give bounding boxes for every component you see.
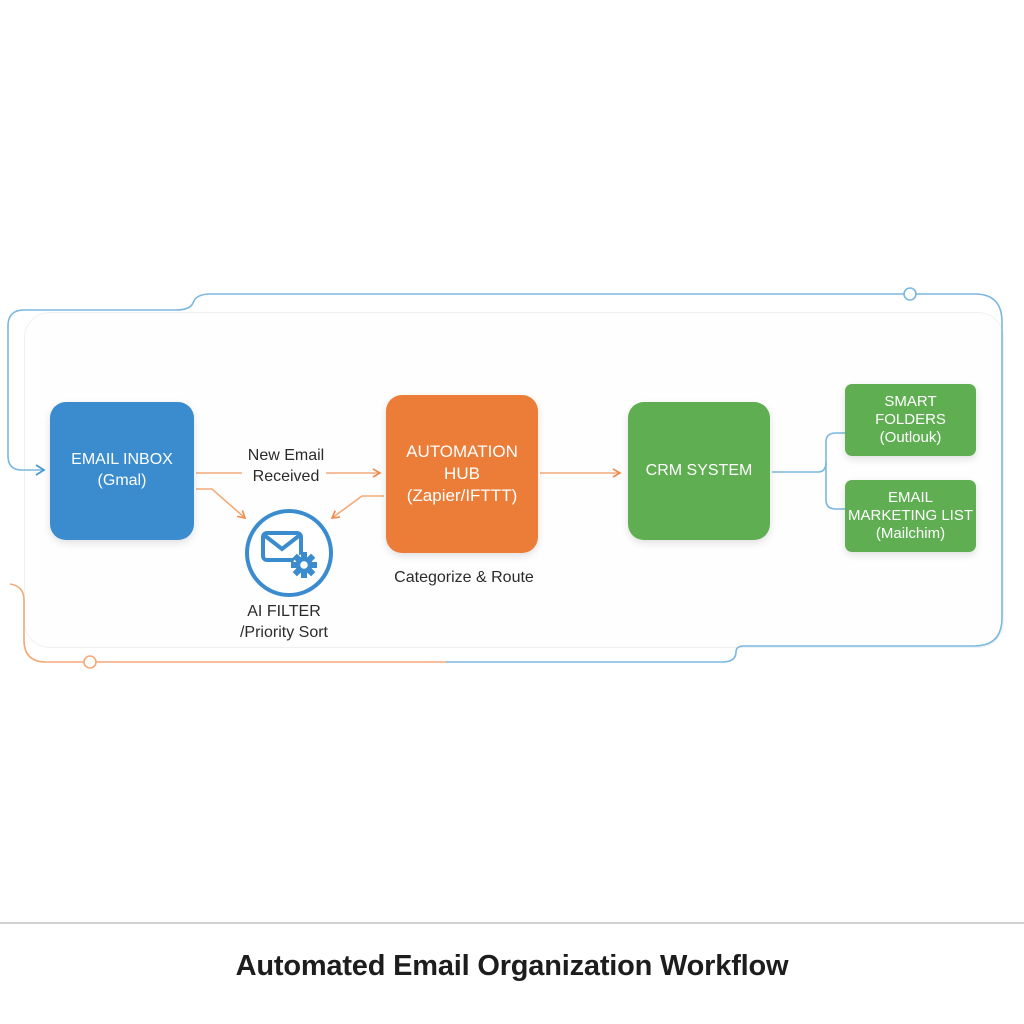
edge-inbox-ai bbox=[196, 488, 247, 520]
crm-system-node[interactable]: CRM SYSTEM bbox=[628, 402, 770, 540]
loop-node-dot-top bbox=[903, 287, 917, 301]
loop-connector-top bbox=[7, 293, 910, 476]
email-inbox-title: EMAIL INBOX bbox=[71, 451, 173, 469]
edge-label-line1: New Email bbox=[247, 447, 325, 464]
edge-hub-ai bbox=[330, 495, 384, 519]
email-gear-icon[interactable] bbox=[243, 507, 335, 599]
crm-title: CRM SYSTEM bbox=[645, 461, 753, 479]
marketing-list-line1: EMAIL bbox=[887, 489, 933, 506]
loop-connector-right bbox=[446, 293, 1003, 663]
hub-title-line1: AUTOMATION bbox=[406, 441, 518, 461]
edge-crm-branch bbox=[772, 432, 845, 473]
loop-connector-bottom bbox=[9, 583, 446, 663]
ai-filter-subtitle: /Priority Sort bbox=[239, 623, 328, 641]
smart-folders-subtitle: (Outlouk) bbox=[879, 429, 942, 446]
loop-node-dot-bottom bbox=[83, 655, 97, 669]
edge-crm-marketing bbox=[825, 462, 845, 510]
title-divider bbox=[0, 922, 1024, 924]
edge-label-new-email: New Email Received bbox=[236, 446, 336, 488]
ai-filter-title: AI FILTER bbox=[247, 603, 321, 620]
edge-label-line2: Received bbox=[252, 467, 320, 485]
marketing-list-subtitle: (Mailchim) bbox=[875, 525, 946, 542]
ai-filter-label: AI FILTER /Priority Sort bbox=[220, 602, 348, 644]
marketing-list-line2: MARKETING LIST bbox=[847, 507, 974, 524]
hub-subtitle: (Zapier/IFTTT) bbox=[406, 486, 518, 506]
smart-folders-node[interactable]: SMART FOLDERS (Outlouk) bbox=[845, 384, 976, 456]
hub-title-line2: HUB bbox=[444, 463, 480, 483]
diagram-title: Automated Email Organization Workflow bbox=[235, 950, 789, 982]
automation-hub-node[interactable]: AUTOMATION HUB (Zapier/IFTTT) bbox=[386, 395, 538, 553]
marketing-list-node[interactable]: EMAIL MARKETING LIST (Mailchim) bbox=[845, 480, 976, 552]
smart-folders-line1: SMART bbox=[884, 393, 937, 410]
email-inbox-node[interactable]: EMAIL INBOX (Gmal) bbox=[50, 402, 194, 540]
hub-caption: Categorize & Route bbox=[394, 569, 534, 586]
email-inbox-subtitle: (Gmal) bbox=[97, 472, 147, 489]
smart-folders-line2: FOLDERS bbox=[875, 411, 946, 428]
